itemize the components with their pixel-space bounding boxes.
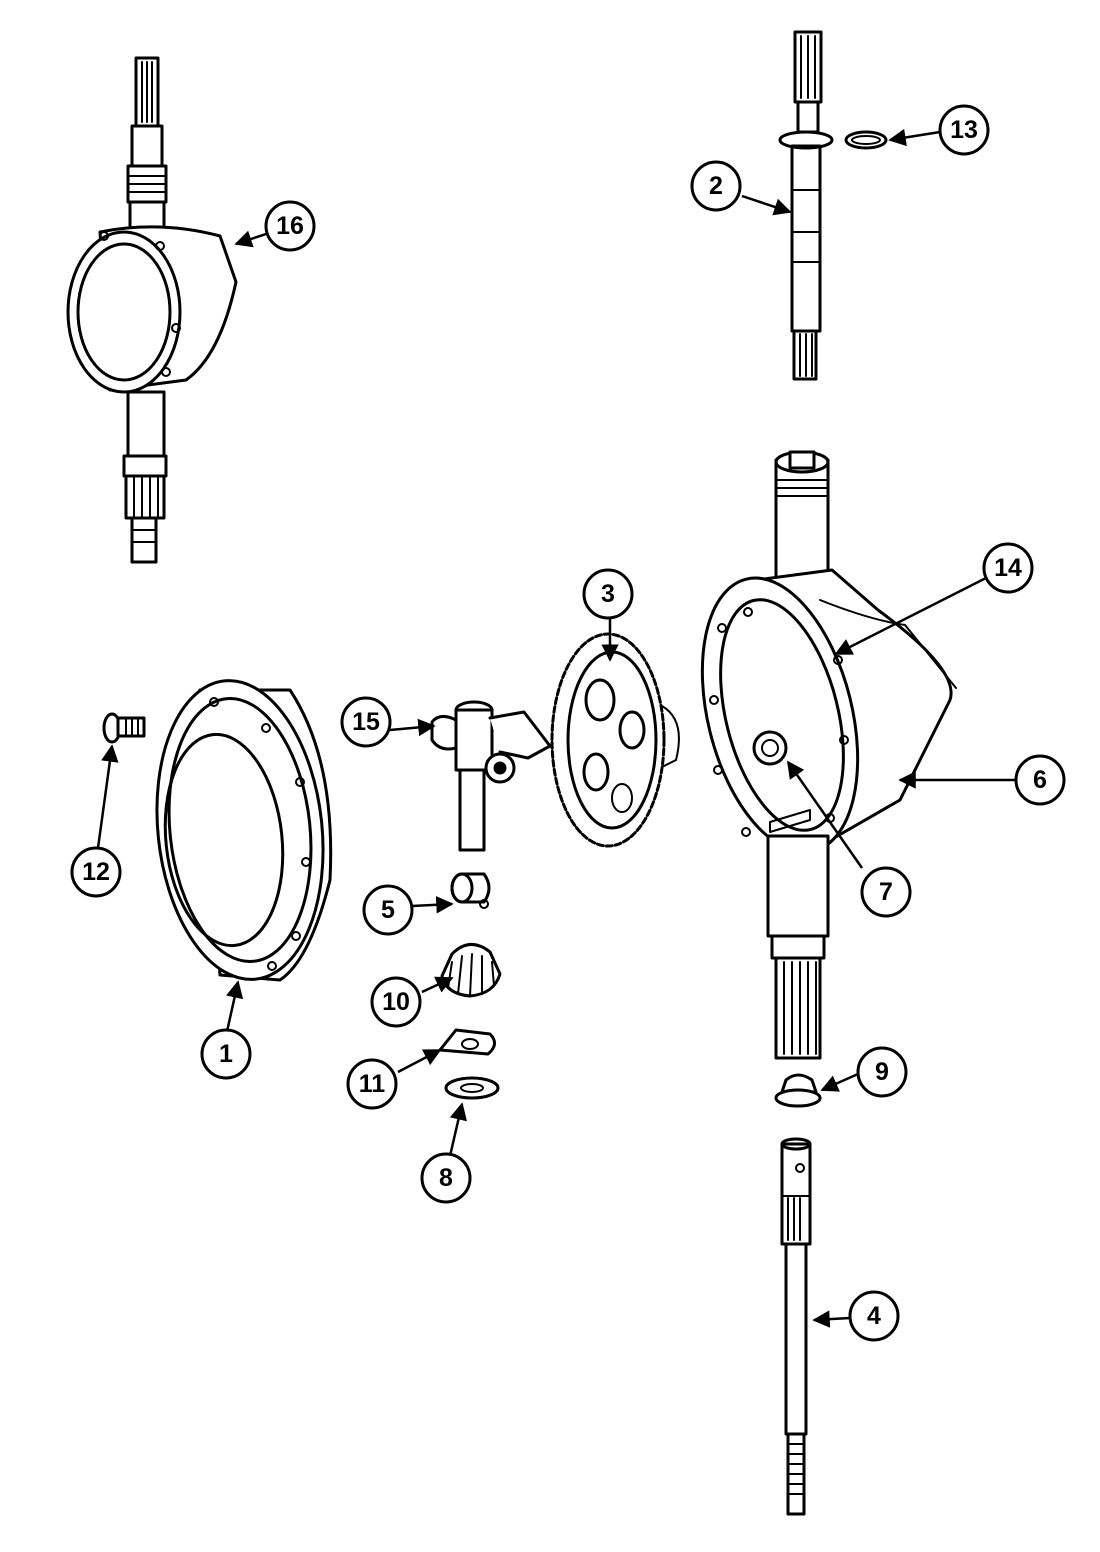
part-9-seal (774, 1073, 822, 1108)
callout-10-label: 10 (382, 988, 410, 1016)
callout-10: 10 (370, 976, 422, 1028)
callout-4-label: 4 (867, 1302, 881, 1330)
callout-12: 12 (70, 846, 122, 898)
callout-9: 9 (856, 1046, 908, 1098)
callout-14-label: 14 (994, 554, 1022, 582)
callout-7-label: 7 (879, 878, 893, 906)
callout-2: 2 (690, 160, 742, 212)
part-2-shaft (778, 30, 834, 381)
callout-12-label: 12 (82, 858, 110, 886)
leader-7 (786, 760, 864, 869)
part-15-crank (430, 700, 552, 852)
callout-3-label: 3 (601, 580, 615, 608)
leader-9 (820, 1072, 859, 1092)
callout-6-label: 6 (1033, 766, 1047, 794)
part-10-pinion (440, 943, 502, 998)
leader-lines (96, 128, 1016, 1328)
leader-14 (834, 576, 987, 656)
leader-15 (389, 718, 436, 737)
callout-5: 5 (362, 884, 414, 936)
part-1-cover (155, 679, 333, 982)
callout-16-label: 16 (276, 212, 304, 240)
leader-10 (421, 976, 454, 994)
part-5-collar (450, 872, 491, 909)
callout-16: 16 (264, 200, 316, 252)
part-8-washer (444, 1076, 500, 1100)
leader-4 (812, 1310, 851, 1328)
leader-1 (224, 980, 244, 1037)
callout-4: 4 (848, 1290, 900, 1342)
callout-13: 13 (938, 104, 990, 156)
callout-8: 8 (420, 1152, 472, 1204)
part-4-shaft (780, 1137, 812, 1516)
part-11-plate (438, 1028, 496, 1056)
part-3-gear (550, 632, 680, 848)
leader-16 (234, 230, 267, 248)
callout-15-label: 15 (352, 708, 380, 736)
callout-15: 15 (340, 696, 392, 748)
callout-7: 7 (860, 866, 912, 918)
callout-14: 14 (982, 542, 1034, 594)
part-6-gear-case (700, 450, 957, 1060)
callout-6: 6 (1014, 754, 1066, 806)
part-12-screw (102, 712, 146, 744)
callout-11: 11 (346, 1058, 398, 1110)
callout-11-label: 11 (359, 1070, 386, 1098)
callout-9-label: 9 (875, 1058, 889, 1086)
leader-13 (888, 128, 941, 147)
part-16-assembly (66, 56, 238, 564)
leader-11 (397, 1048, 442, 1074)
callout-8-label: 8 (439, 1164, 453, 1192)
leader-5 (411, 896, 454, 914)
leader-2 (741, 194, 792, 216)
callout-13-label: 13 (950, 116, 978, 144)
callout-2-label: 2 (709, 172, 723, 200)
callout-1: 1 (200, 1028, 252, 1080)
leader-12 (96, 744, 119, 849)
leader-8 (448, 1102, 467, 1157)
part-13-ring (844, 130, 888, 150)
callout-3: 3 (582, 568, 634, 620)
callout-5-label: 5 (381, 896, 395, 924)
callout-1-label: 1 (219, 1040, 233, 1068)
